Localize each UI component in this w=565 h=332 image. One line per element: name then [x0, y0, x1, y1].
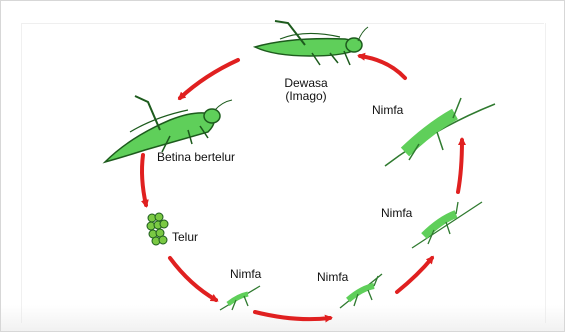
adult-label-line2: (Imago) [271, 89, 341, 103]
arrow-egg-to-nymph1 [170, 258, 216, 300]
arrow-nymph3-to-nymph4 [458, 140, 462, 192]
arrow-adult-to-female [180, 60, 238, 98]
adult-grasshopper-illustration [255, 21, 368, 65]
arrow-nymph2-to-nymph3 [397, 258, 432, 292]
egg-cluster-illustration [147, 213, 168, 245]
nymph-stage-3-illustration [412, 202, 482, 248]
nymph-stage-3-label: Nimfa [381, 206, 412, 220]
nymph-stage-2-label: Nimfa [317, 270, 348, 284]
nymph-stage-1-illustration [220, 286, 260, 310]
nymph-stage-1-label: Nimfa [230, 267, 261, 281]
egg-label: Telur [172, 230, 198, 244]
arrow-nymph1-to-nymph2 [255, 312, 330, 319]
nymph-stage-4-label: Nimfa [372, 103, 403, 117]
arrow-nymph-to-adult [360, 56, 405, 78]
adult-label-line1: Dewasa [271, 76, 341, 90]
female-laying-label: Betina bertelur [157, 150, 235, 164]
arrow-female-to-egg [142, 155, 146, 205]
